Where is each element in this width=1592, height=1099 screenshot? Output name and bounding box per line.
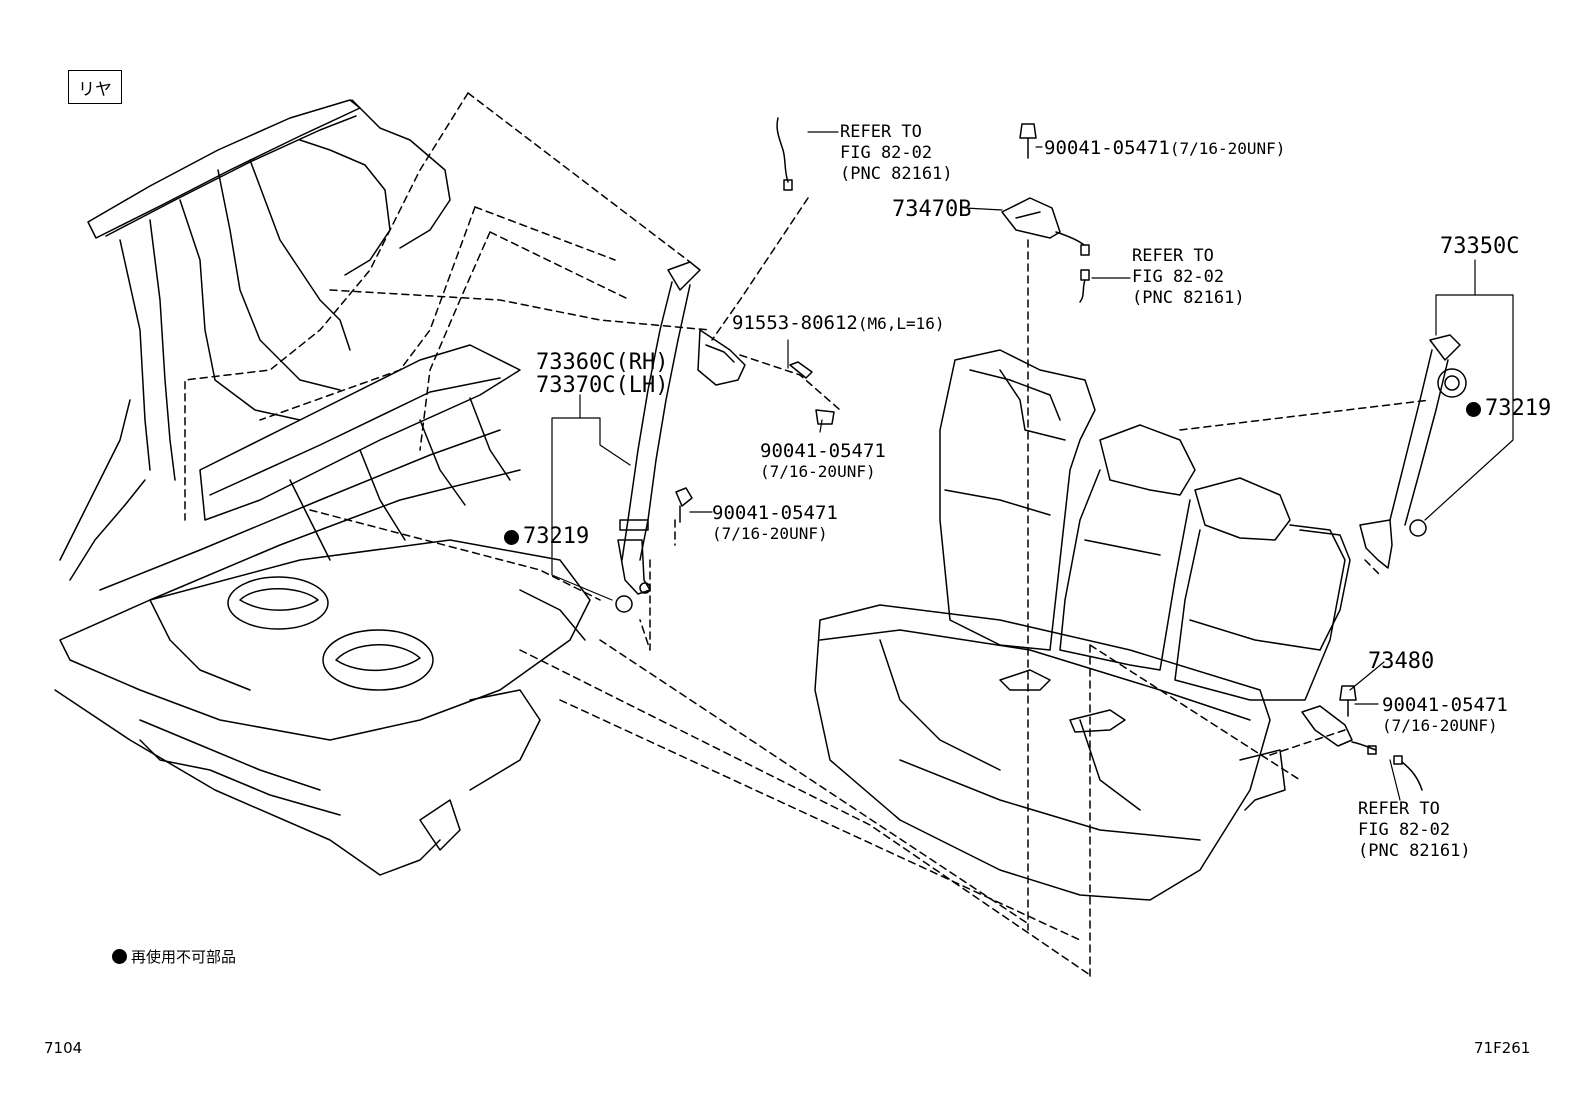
refer-line-3: (PNC 82161): [840, 164, 953, 184]
part-91553: 91553-80612(M6,L=16): [732, 314, 945, 333]
part-number: 90041-05471: [1382, 694, 1508, 716]
refer-note-center: REFER TO FIG 82-02 (PNC 82161): [1132, 248, 1245, 311]
part-90041-right: 90041-05471 (7/16-20UNF): [1382, 696, 1508, 734]
part-number: 90041-05471: [760, 440, 886, 462]
part-73350c: 73350C: [1440, 234, 1520, 259]
part-number: 73219: [523, 524, 590, 549]
part-73470b: 73470B: [892, 197, 972, 222]
part-73370c: 73370C(LH): [536, 373, 669, 398]
part-73219-right: 73219: [1466, 398, 1551, 420]
refer-line-2: FIG 82-02: [1132, 267, 1225, 287]
bolts: [675, 123, 1357, 717]
solid-leaders: [551, 131, 1514, 801]
part-73480: 73480: [1368, 649, 1435, 674]
part-spec: (7/16-20UNF): [712, 524, 828, 543]
refer-line-1: REFER TO: [840, 122, 922, 142]
legend-text: 再使用不可部品: [131, 948, 237, 966]
refer-line-3: (PNC 82161): [1132, 288, 1245, 308]
belt-73350c: [1359, 334, 1467, 569]
non-reusable-dot-icon: [1466, 402, 1481, 417]
refer-line-2: FIG 82-02: [1358, 820, 1451, 840]
refer-note-top: REFER TO FIG 82-02 (PNC 82161): [840, 124, 953, 187]
dashed-leaders-left: [184, 92, 1431, 981]
part-spec: (7/16-20UNF): [760, 462, 876, 481]
part-spec: (7/16-20UNF): [1382, 716, 1498, 735]
part-spec: (7/16-20UNF): [1169, 139, 1286, 158]
part-90041-lower: 90041-05471 (7/16-20UNF): [712, 504, 838, 542]
part-73360c: 73360C(RH): [536, 350, 669, 375]
part-number: 91553-80612: [732, 312, 858, 334]
refer-line-3: (PNC 82161): [1358, 841, 1471, 861]
rear-tag: リヤ: [68, 70, 122, 104]
buckle-73470b: [1001, 197, 1090, 303]
part-73219-left: 73219: [504, 526, 589, 548]
figure-code-right: 71F261: [1474, 1039, 1531, 1057]
part-number: 73219: [1485, 396, 1552, 421]
legend: 再使用不可部品: [112, 949, 236, 965]
rear-seat: [814, 349, 1351, 901]
part-spec: (M6,L=16): [857, 314, 945, 333]
non-reusable-dot-icon: [112, 949, 127, 964]
part-90041-top: 90041-05471(7/16-20UNF): [1044, 139, 1285, 158]
figure-code-left: 7104: [44, 1039, 83, 1057]
buckle-73480: [1301, 705, 1423, 791]
refer-line-1: REFER TO: [1358, 799, 1440, 819]
part-90041-mid: 90041-05471 (7/16-20UNF): [760, 442, 886, 480]
part-number: 90041-05471: [1044, 137, 1170, 159]
harness-wire-top: [776, 117, 793, 191]
rear-body-structure: [54, 99, 591, 876]
part-number: 90041-05471: [712, 502, 838, 524]
refer-note-bottom: REFER TO FIG 82-02 (PNC 82161): [1358, 801, 1471, 864]
belt-73360c: [615, 261, 746, 613]
refer-line-1: REFER TO: [1132, 246, 1214, 266]
non-reusable-dot-icon: [504, 530, 519, 545]
refer-line-2: FIG 82-02: [840, 143, 933, 163]
